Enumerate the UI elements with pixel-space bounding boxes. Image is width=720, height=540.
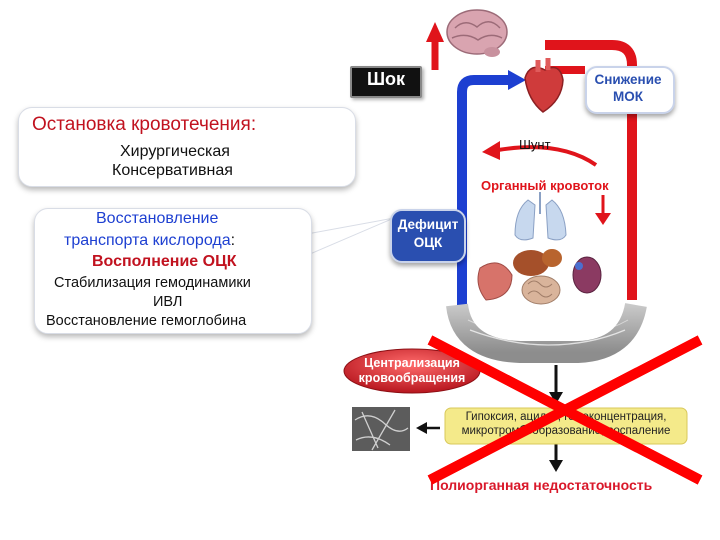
- badge-mok-line1: Снижение: [594, 72, 662, 87]
- liver-icon: [513, 250, 549, 276]
- callout-bleeding: [18, 107, 356, 187]
- badge-ock-deficit: [390, 209, 466, 263]
- badge-reduced-mok: [585, 66, 675, 114]
- callout2-subtitle: Восполнение ОЦК: [92, 253, 237, 270]
- shunt-arrow: [497, 145, 598, 167]
- shock-label: Шок: [366, 69, 406, 89]
- lungs-icon: [514, 192, 567, 241]
- shunt-label: Шунт: [519, 137, 551, 152]
- intestines-icon: [521, 275, 561, 305]
- hypoxia-line2: микротромбообразование, воспаление: [461, 425, 671, 437]
- organ-flow-label: Органный кровоток: [481, 178, 609, 193]
- callout1-title: Остановка кровотечения:: [32, 114, 257, 135]
- brain-arrowhead: [426, 22, 444, 42]
- callout2-title-line2-text: транспорта кислорода: [64, 232, 231, 249]
- callout2-item2: ИВЛ: [153, 294, 183, 310]
- callout-pointer: [296, 218, 395, 261]
- red-aorta: [545, 40, 637, 300]
- vein-arrowhead: [508, 70, 526, 90]
- blue-vein: [457, 75, 510, 310]
- brain-icon: [446, 9, 508, 57]
- callout2-title-line2: транспорта кислорода:: [64, 232, 235, 250]
- stomach-icon: [542, 249, 562, 267]
- heart-icon: [524, 58, 564, 113]
- kidney-icon: [572, 256, 602, 294]
- callout2-item3: Восстановление гемоглобина: [46, 313, 247, 329]
- badge-mok-line2: МОК: [613, 89, 643, 104]
- callout2-item1: Стабилизация гемодинамики: [54, 275, 251, 291]
- callout1-line1: Хирургическая: [120, 143, 230, 160]
- callout-oxygen-transport: [34, 208, 312, 334]
- muscle-icon: [477, 262, 513, 301]
- mod-label: Полиорганная недостаточность: [430, 477, 653, 493]
- hypoxia-line1: Гипоксия, ацидоз, гемоконцентрация,: [465, 411, 667, 423]
- callout2-title-line2-colon: :: [230, 232, 236, 249]
- central-line2: кровообращения: [358, 371, 466, 385]
- micrograph-image: [352, 407, 410, 451]
- central-line1: Централизация: [364, 356, 460, 370]
- shunt-arrowhead: [482, 141, 500, 160]
- shock-label-box: [350, 66, 422, 98]
- badge-ock-line1: Дефицит: [397, 217, 459, 232]
- callout2-title-line1: Восстановление: [96, 210, 219, 227]
- badge-ock-line2: ОЦК: [413, 235, 443, 250]
- callout1-line2: Консервативная: [112, 162, 233, 179]
